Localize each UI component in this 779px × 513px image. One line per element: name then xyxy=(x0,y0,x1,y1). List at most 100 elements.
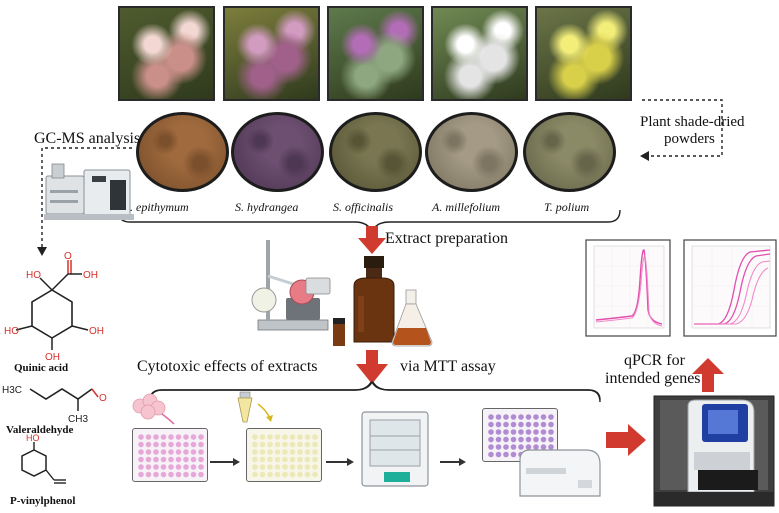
amplification-curve-graph xyxy=(683,239,777,337)
well xyxy=(198,456,204,463)
well xyxy=(488,429,494,435)
well xyxy=(282,441,288,448)
well xyxy=(297,449,303,455)
well xyxy=(259,464,266,470)
well xyxy=(304,441,311,448)
well xyxy=(153,441,159,448)
well xyxy=(168,434,174,440)
powder-circle-0 xyxy=(136,112,229,192)
well xyxy=(267,471,273,478)
well xyxy=(183,456,189,463)
well xyxy=(168,441,174,448)
well xyxy=(138,441,144,448)
well xyxy=(304,471,311,478)
well xyxy=(175,449,182,455)
well xyxy=(312,456,318,463)
well xyxy=(274,456,281,463)
well xyxy=(160,434,167,440)
well xyxy=(495,436,502,443)
extract-arrow-icon xyxy=(358,226,386,254)
well xyxy=(274,441,281,448)
shade-dried-label-line2: powders xyxy=(664,131,715,147)
species-label-2: S. officinalis xyxy=(333,200,393,214)
well xyxy=(297,434,303,440)
well xyxy=(252,471,258,478)
well xyxy=(297,456,303,463)
well xyxy=(312,464,318,470)
mtt-arrow-icon xyxy=(356,350,388,384)
well xyxy=(518,436,524,443)
well xyxy=(533,414,539,420)
qpcr-machine-icon xyxy=(653,395,775,507)
plant-photo-4 xyxy=(535,6,632,101)
plate-pink xyxy=(132,428,208,482)
well xyxy=(190,456,197,463)
well xyxy=(252,441,258,448)
valeraldehyde-label: Valeraldehyde xyxy=(6,424,74,436)
well xyxy=(252,456,258,463)
powder-circle-3 xyxy=(425,112,518,192)
well xyxy=(168,471,174,478)
well xyxy=(510,414,517,420)
valeraldehyde-o: O xyxy=(99,393,107,404)
well xyxy=(525,429,532,435)
well xyxy=(540,436,547,443)
p-vinylphenol-structure: HO xyxy=(21,433,66,484)
well xyxy=(488,436,494,443)
well xyxy=(138,464,144,470)
well xyxy=(252,434,258,440)
quinic-ho-2: HO xyxy=(4,326,19,337)
well xyxy=(160,471,167,478)
well xyxy=(267,449,273,455)
pipette-tube-icon xyxy=(237,391,273,423)
well xyxy=(145,464,152,470)
well xyxy=(540,414,547,420)
quinic-oh-3: OH xyxy=(45,352,60,363)
well xyxy=(282,449,288,455)
well xyxy=(510,436,517,443)
plate-pink-wells xyxy=(138,434,204,478)
plate-yellow-wells xyxy=(252,434,318,478)
well xyxy=(190,464,197,470)
well xyxy=(518,444,524,450)
powder-circle-2 xyxy=(329,112,422,192)
plant-photo-3 xyxy=(431,6,528,101)
well xyxy=(289,456,296,463)
well xyxy=(145,449,152,455)
well xyxy=(548,444,554,450)
plant-photo-1 xyxy=(223,6,320,101)
well xyxy=(267,464,273,470)
qpcr-label-line1: qPCR for xyxy=(624,352,685,369)
well xyxy=(198,464,204,470)
well xyxy=(160,456,167,463)
plate-reader-icon xyxy=(519,449,601,497)
well xyxy=(153,434,159,440)
gcms-instrument-icon xyxy=(44,163,134,220)
well xyxy=(488,451,494,458)
well xyxy=(183,441,189,448)
mtt-label: via MTT assay xyxy=(400,358,496,375)
well xyxy=(289,471,296,478)
well xyxy=(488,414,494,420)
well xyxy=(548,414,554,420)
well xyxy=(259,449,266,455)
well xyxy=(259,471,266,478)
valeraldehyde-h3c: H3C xyxy=(2,385,22,396)
well xyxy=(540,429,547,435)
well xyxy=(525,414,532,420)
well xyxy=(503,444,509,450)
well xyxy=(183,449,189,455)
well xyxy=(548,436,554,443)
well xyxy=(297,441,303,448)
vinylphenol-ho: HO xyxy=(26,433,40,443)
species-label-1: S. hydrangea xyxy=(235,200,299,214)
well xyxy=(198,434,204,440)
well xyxy=(525,436,532,443)
well xyxy=(312,441,318,448)
well xyxy=(312,434,318,440)
well xyxy=(304,449,311,455)
well xyxy=(160,441,167,448)
well xyxy=(168,456,174,463)
well xyxy=(297,471,303,478)
well xyxy=(267,441,273,448)
